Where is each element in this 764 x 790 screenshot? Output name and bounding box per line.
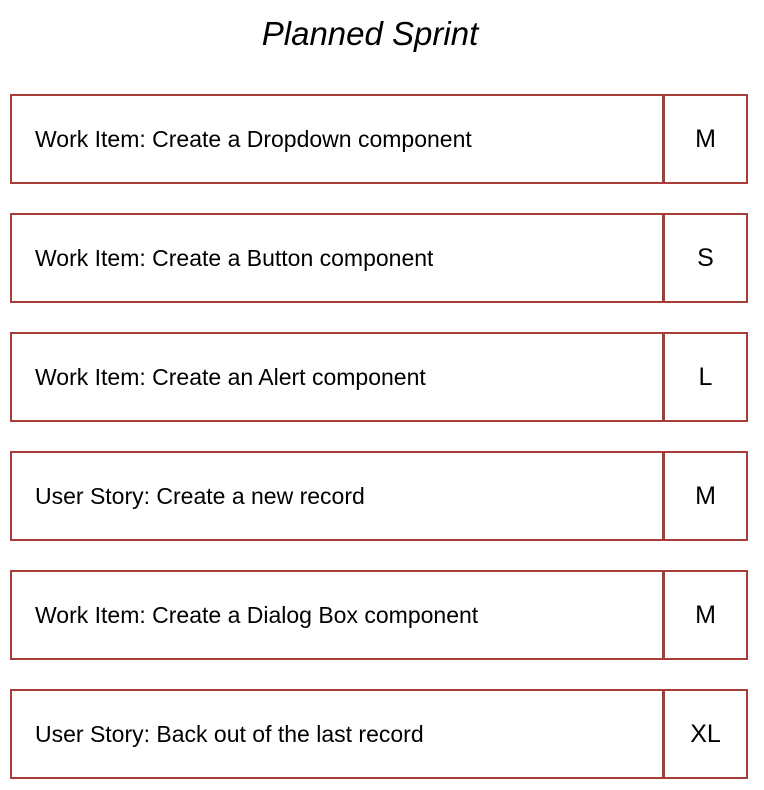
sprint-card[interactable]: User Story: Back out of the last record … — [10, 689, 748, 779]
sprint-card-title-cell: Work Item: Create an Alert component — [12, 334, 662, 420]
sprint-card-divider — [662, 691, 665, 777]
sprint-card-title: Work Item: Create a Dialog Box component — [35, 602, 479, 628]
sprint-card[interactable]: User Story: Create a new record M — [10, 451, 748, 541]
sprint-card-title: Work Item: Create a Dropdown component — [35, 126, 472, 152]
sprint-card-title: User Story: Create a new record — [35, 483, 365, 509]
sprint-card-size-badge: S — [697, 244, 714, 272]
sprint-card-title: User Story: Back out of the last record — [35, 721, 424, 747]
sprint-card-size-badge: L — [698, 363, 713, 391]
page-title: Planned Sprint — [261, 15, 479, 52]
sprint-card[interactable]: Work Item: Create a Dialog Box component… — [10, 570, 748, 660]
sprint-card-title: Work Item: Create a Button component — [35, 245, 434, 271]
sprint-card-list: Work Item: Create a Dropdown component M… — [10, 94, 748, 779]
sprint-card-title-cell: User Story: Create a new record — [12, 453, 662, 539]
sprint-card-title: Work Item: Create an Alert component — [35, 364, 426, 390]
sprint-card-title-cell: User Story: Back out of the last record — [12, 691, 662, 777]
sprint-card-size-badge: M — [695, 601, 716, 629]
sprint-card-size-badge: M — [695, 125, 716, 153]
sprint-card-divider — [662, 215, 665, 301]
sprint-card-title-cell: Work Item: Create a Dropdown component — [12, 96, 662, 182]
sprint-card-size-cell: M — [665, 572, 746, 658]
sprint-card[interactable]: Work Item: Create a Dropdown component M — [10, 94, 748, 184]
sprint-card[interactable]: Work Item: Create an Alert component L — [10, 332, 748, 422]
sprint-card-title-cell: Work Item: Create a Dialog Box component — [12, 572, 662, 658]
sprint-card-divider — [662, 572, 665, 658]
sprint-card-size-cell: M — [665, 453, 746, 539]
sprint-card-size-cell: XL — [665, 691, 746, 777]
sprint-card-size-badge: XL — [690, 720, 721, 748]
sprint-card-size-cell: L — [665, 334, 746, 420]
sprint-card-size-cell: S — [665, 215, 746, 301]
sprint-card[interactable]: Work Item: Create a Button component S — [10, 213, 748, 303]
sprint-card-size-badge: M — [695, 482, 716, 510]
sprint-card-title-cell: Work Item: Create a Button component — [12, 215, 662, 301]
sprint-card-divider — [662, 334, 665, 420]
sprint-card-size-cell: M — [665, 96, 746, 182]
sprint-card-divider — [662, 96, 665, 182]
sprint-card-divider — [662, 453, 665, 539]
